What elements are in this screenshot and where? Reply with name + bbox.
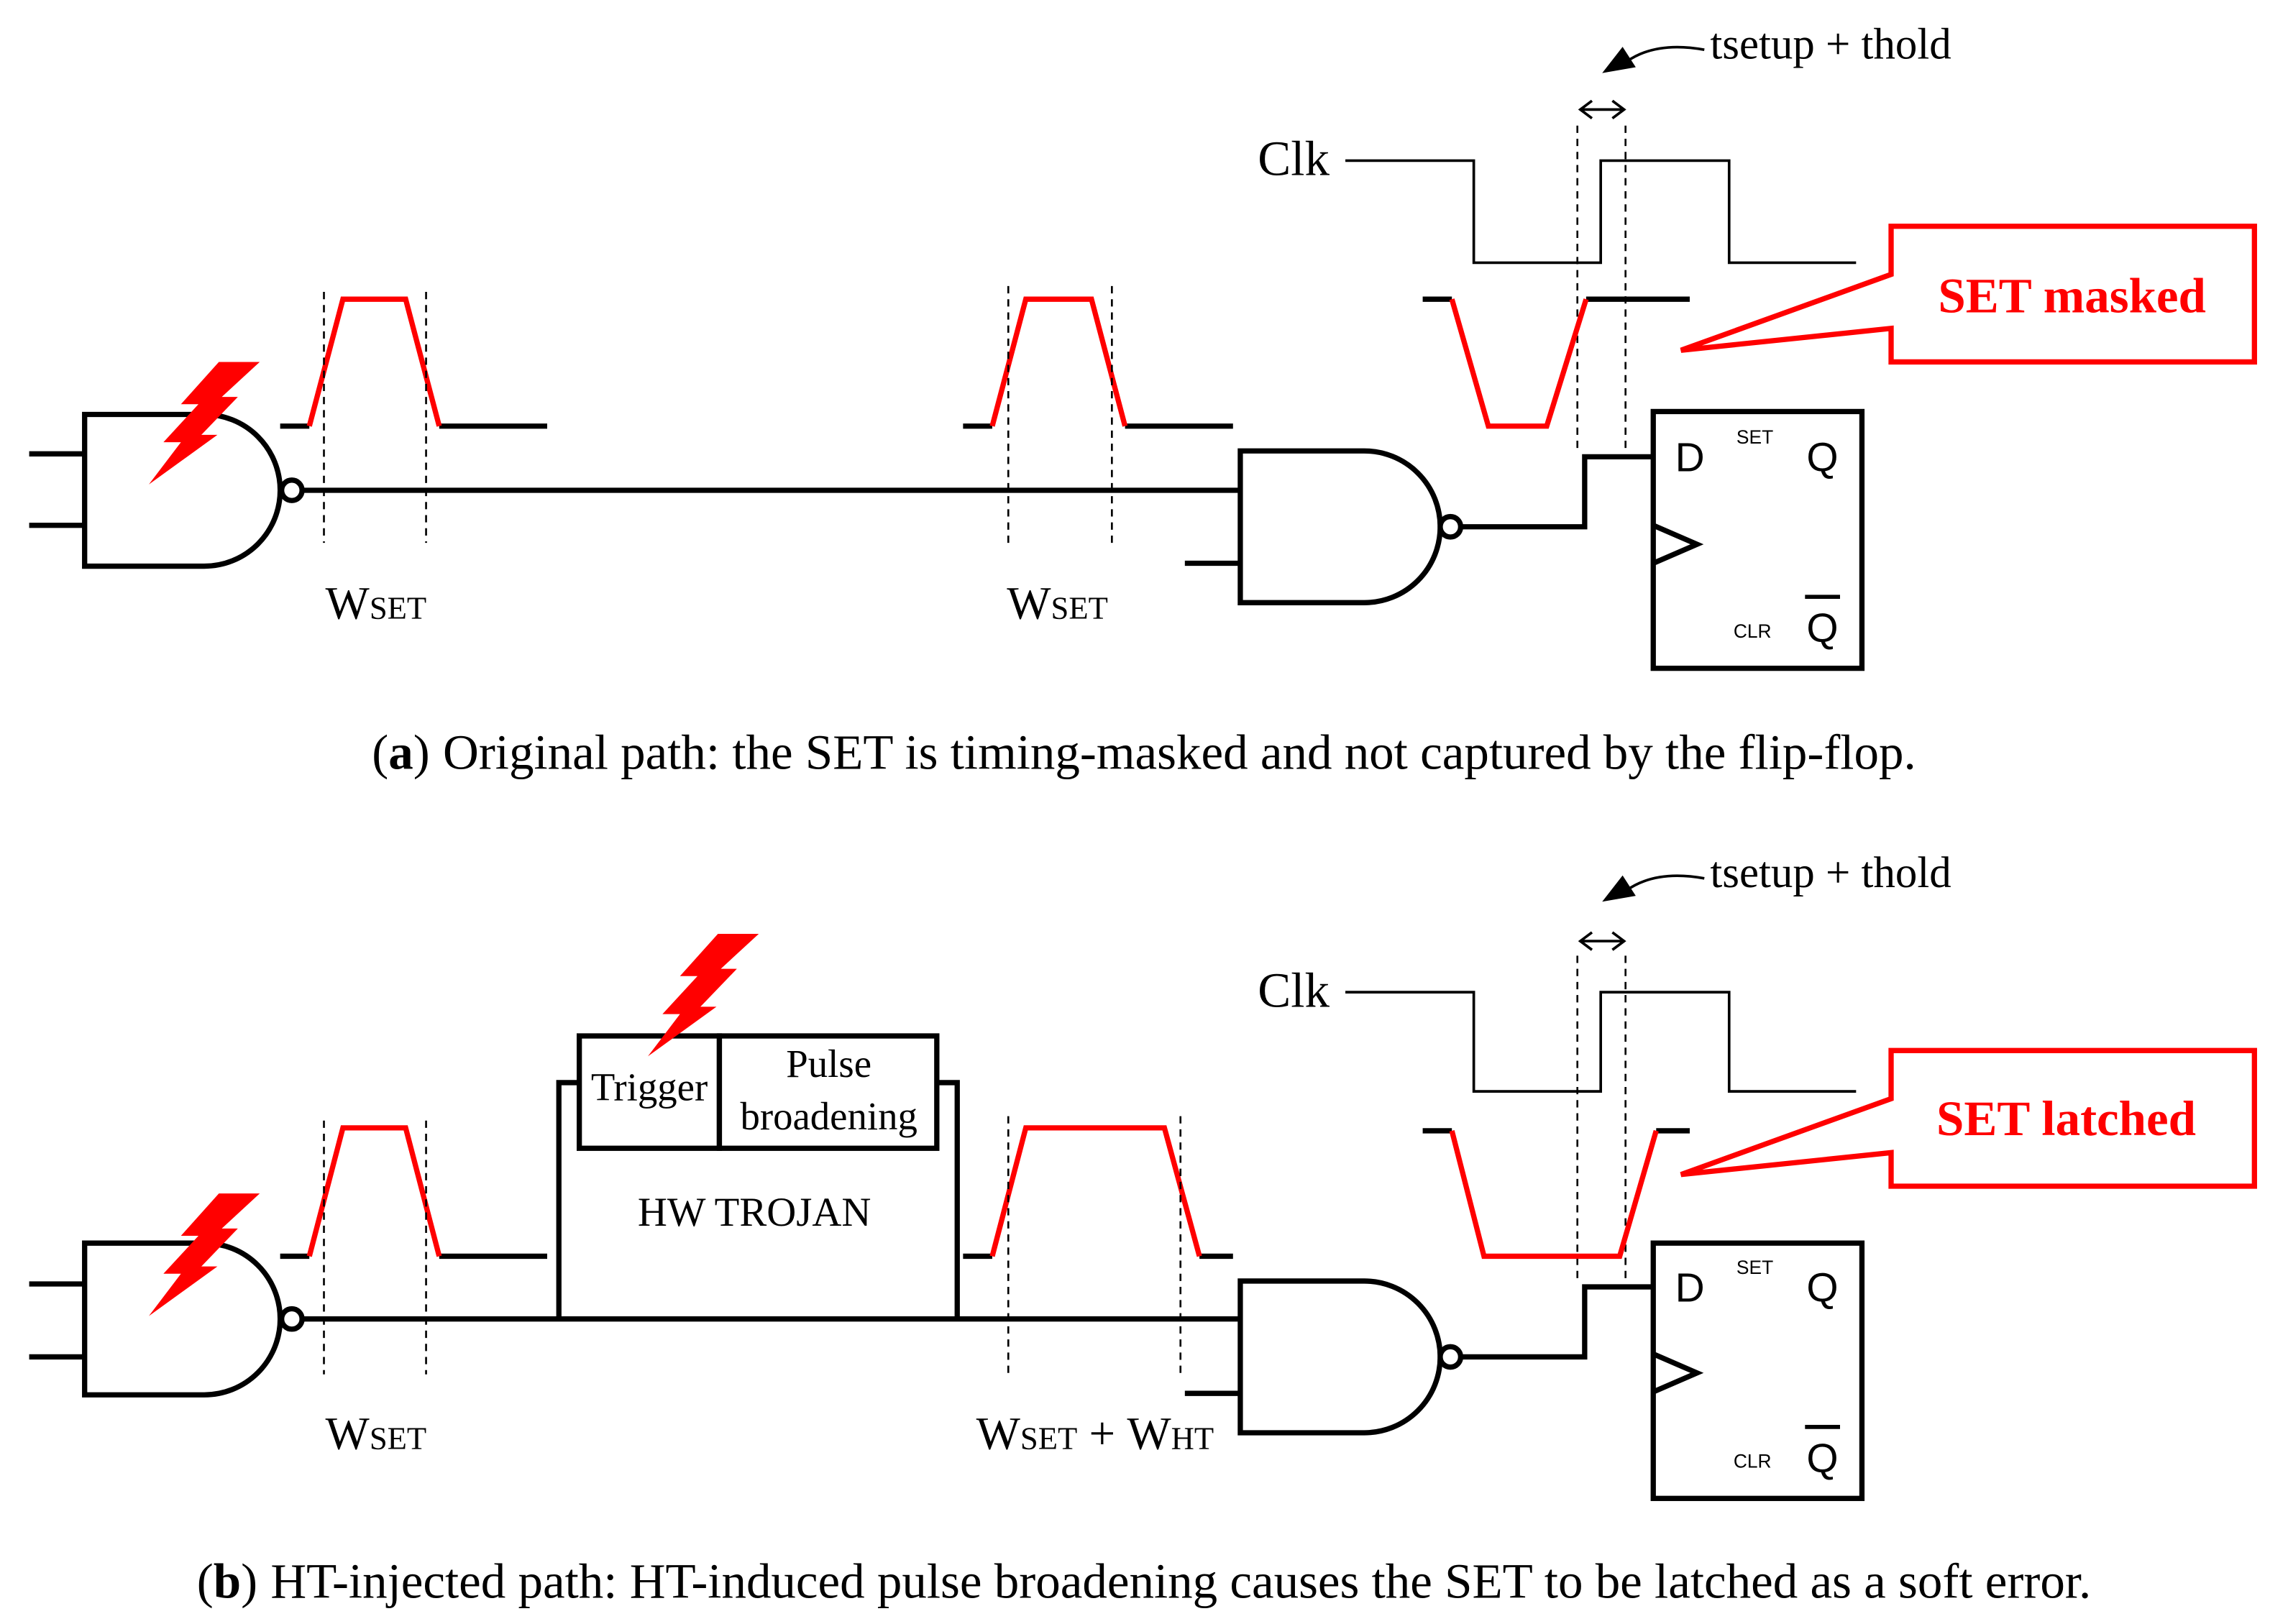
set-waveform-2-broadened [963,1125,1233,1260]
caption-a: (a)Original path: the SET is timing-mask… [372,725,1916,780]
pulse-width-2-label: WSET+WHT [976,1408,1214,1459]
ff-clr-label: CLR [1734,1451,1772,1472]
ff-clr-label: CLR [1734,620,1772,642]
clock-input-triangle [1652,1352,1704,1395]
caption-b: (b)HT-injected path: HT-induced pulse br… [197,1554,2092,1608]
hardware-trojan: Trigger Pulse broadening HW TROJAN [556,1033,960,1319]
ff-set-label: SET [1736,426,1773,448]
set-waveform-1 [280,296,548,429]
nand-1-output-bubble [279,477,305,503]
flip-flop: D SET Q CLR Q [1650,1240,1865,1501]
trojan-title: HW TROJAN [638,1190,871,1235]
set-waveform-2 [963,296,1233,429]
nand-2-output-bubble [1437,1344,1464,1370]
flip-flop-body [1650,408,1865,671]
pulse-broadening-block [716,1033,940,1151]
timing-window-label: tsetup + thold [1710,849,1951,897]
nand-gate-2 [1237,1278,1443,1436]
trojan-frame [556,1080,960,1319]
ff-d-label: D [1675,436,1705,481]
clock-waveform [1345,991,1857,1093]
callout-label: SET latched [1936,1091,2196,1146]
timing-window-label: tsetup + thold [1710,20,1951,68]
panel-a: tsetup + thold Clk SET masked [29,20,2257,780]
ff-q-bar-label: Q [1806,606,1838,651]
callout-label: SET masked [1938,268,2206,323]
set-waveform-1 [280,1125,548,1260]
ff-q-label: Q [1806,436,1838,481]
trigger-label: Trigger [591,1065,708,1109]
timing-pointer-arrowhead [1602,47,1636,73]
pulse-width-2-label: WSET [1007,578,1108,630]
panel-b: tsetup + thold Clk SET latched [29,849,2257,1608]
ff-q-label: Q [1806,1265,1838,1311]
timing-pointer-line [1626,874,1705,891]
pulse-width-1-label: WSET [326,1408,427,1459]
timing-pointer-line [1626,45,1705,63]
pulse-width-1-label: WSET [326,578,427,630]
nand-1-inputs [29,451,85,528]
nand-2-output-bubble [1437,513,1464,540]
clock-input-triangle [1652,523,1704,566]
set-waveform-at-ff [1422,1128,1690,1260]
clock-waveform [1345,159,1857,265]
nand-gate-2 [1237,448,1443,605]
clock-label: Clk [1258,963,1330,1017]
pulse-broadening-label-line-2: broadening [740,1094,917,1138]
ff-data-wire [1460,1284,1654,1360]
callout-box [1680,224,2257,365]
timing-pointer-arrowhead [1602,875,1636,902]
clock-label: Clk [1258,132,1330,186]
pulse-broadening-label-line-1: Pulse [786,1042,871,1086]
ff-data-wire [1460,454,1654,530]
timing-window-double-arrow [1578,931,1626,951]
ff-set-label: SET [1736,1257,1773,1278]
nand-1-inputs [29,1281,85,1360]
callout-box [1680,1047,2257,1189]
set-waveform-at-ff [1422,296,1690,429]
ff-q-bar-label: Q [1806,1436,1838,1482]
nand-1-output-bubble [279,1306,305,1332]
flip-flop: D SET Q CLR Q [1650,408,1865,671]
ff-d-label: D [1675,1265,1705,1311]
timing-window-double-arrow [1578,99,1626,120]
